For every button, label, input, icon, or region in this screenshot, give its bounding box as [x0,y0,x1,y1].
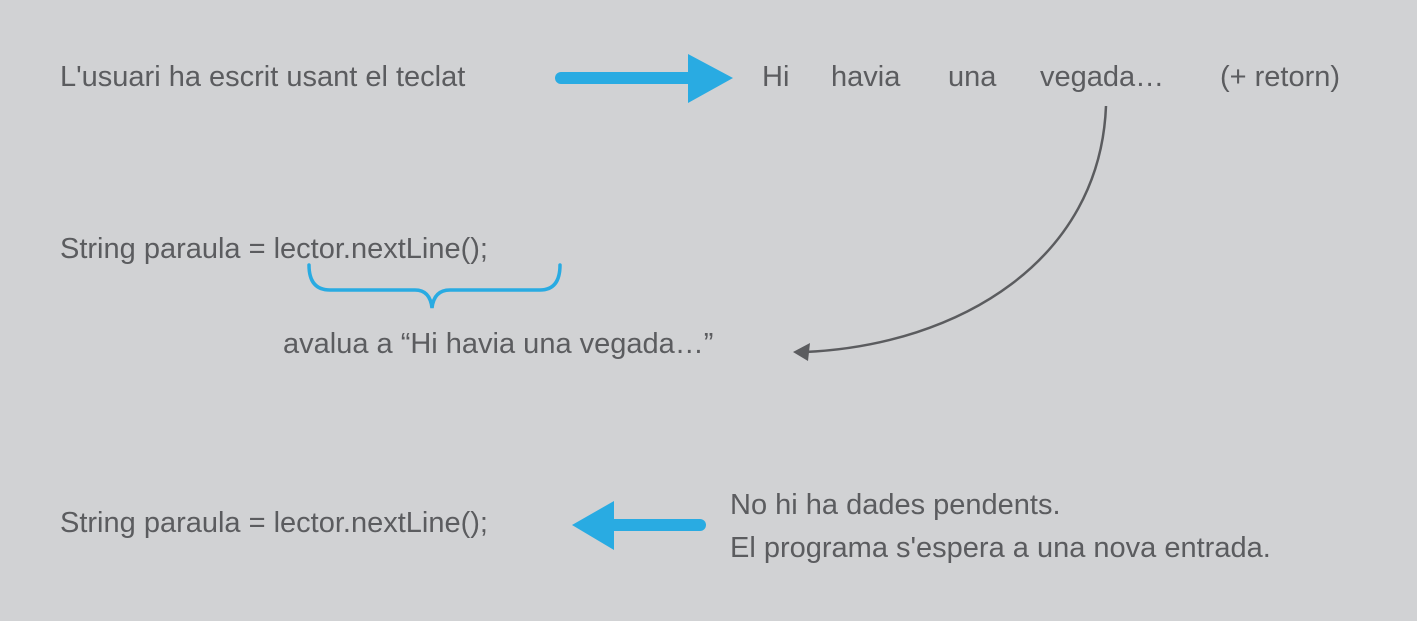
left-arrow [572,501,706,550]
code-line-2: String paraula = lector.nextLine(); [60,507,488,539]
input-word: Hi [762,61,790,93]
user-typed-label: L'usuari ha escrit usant el teclat [60,61,466,93]
input-word: vegada… [1040,61,1165,93]
waiting-note-1: No hi ha dades pendents. [730,489,1061,521]
evaluates-label: avalua a “Hi havia una vegada…” [283,328,714,360]
code-line-1: String paraula = lector.nextLine(); [60,233,488,265]
input-word-return: (+ retorn) [1220,61,1341,93]
input-word: havia [831,61,901,93]
right-arrow [555,54,733,103]
curly-brace [307,263,562,309]
input-word: una [948,61,997,93]
curved-arrow [793,105,1108,361]
waiting-note-2: El programa s'espera a una nova entrada. [730,532,1271,564]
